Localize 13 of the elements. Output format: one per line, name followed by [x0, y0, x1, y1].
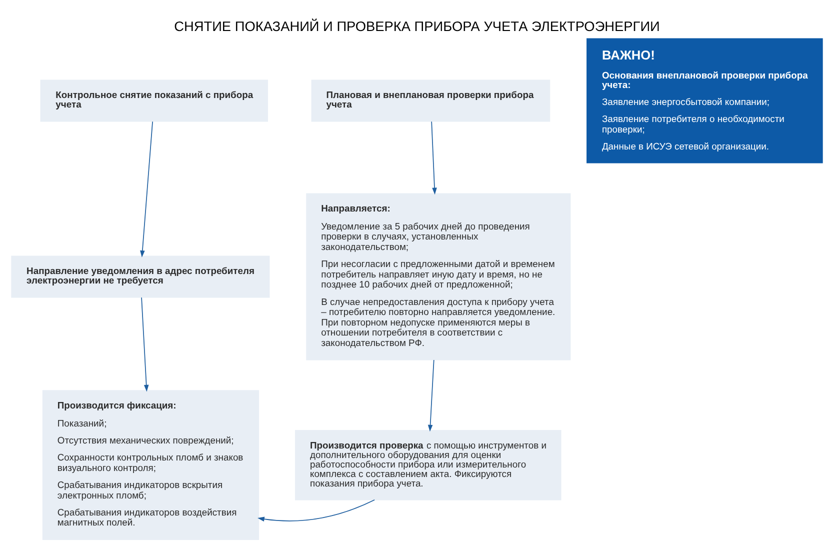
arrow [431, 120, 437, 194]
node-box: Производится фиксация: Показаний; Отсутствия механических повреждений; Сохранности контрольных пломб и знаков визуального контроля; Срабатывания индикаторов вскрытия электронных пломб; Срабатывания индикаторов воздействия магнитных полей. [42, 390, 260, 540]
arrow [140, 120, 153, 257]
node-box: ВАЖНО! Основания внеплановой проверки прибора учета: Заявление энергосбытовой компании; Заявление потребителя о необходимости проверки; Данные в ИСУЭ сетевой организации. [586, 38, 823, 163]
diagram-title: СНЯТИЕ ПОКАЗАНИЙ И ПРОВЕРКА ПРИБОРА УЧЕТА ЭЛЕКТРОЭНЕРГИИ [174, 18, 660, 34]
arrow [141, 296, 149, 392]
arrow [428, 359, 434, 432]
node-box: Направление уведомления в адрес потребителя электроэнергии не требуется [11, 255, 270, 298]
arrow [258, 498, 375, 521]
node-box: Направляется: Уведомление за 5 рабочих дней до проведения проверки в случаях, установленных законодательством; При несогласии с предложенными датой и временем потребитель направляет иную дату и время, но не позднее 10 рабочих дней от предложенной; В случае непредоставления доступа к прибору учета – потребителю повторно направляется уведомление. При повторном недопуске применяются меры в отношении потребителя в соответствии с законодательством РФ. [306, 192, 571, 360]
node-box: Производится проверка с помощью инструментов и дополнительного оборудования для оценки работоспособности прибора или измерительного комплекса с составлением акта. Фиксируются показания прибора учета. [294, 429, 562, 500]
node-box: Контрольное снятие показаний с прибора учета [40, 79, 268, 122]
node-box: Плановая и внеплановая проверки прибора учета [311, 79, 550, 122]
